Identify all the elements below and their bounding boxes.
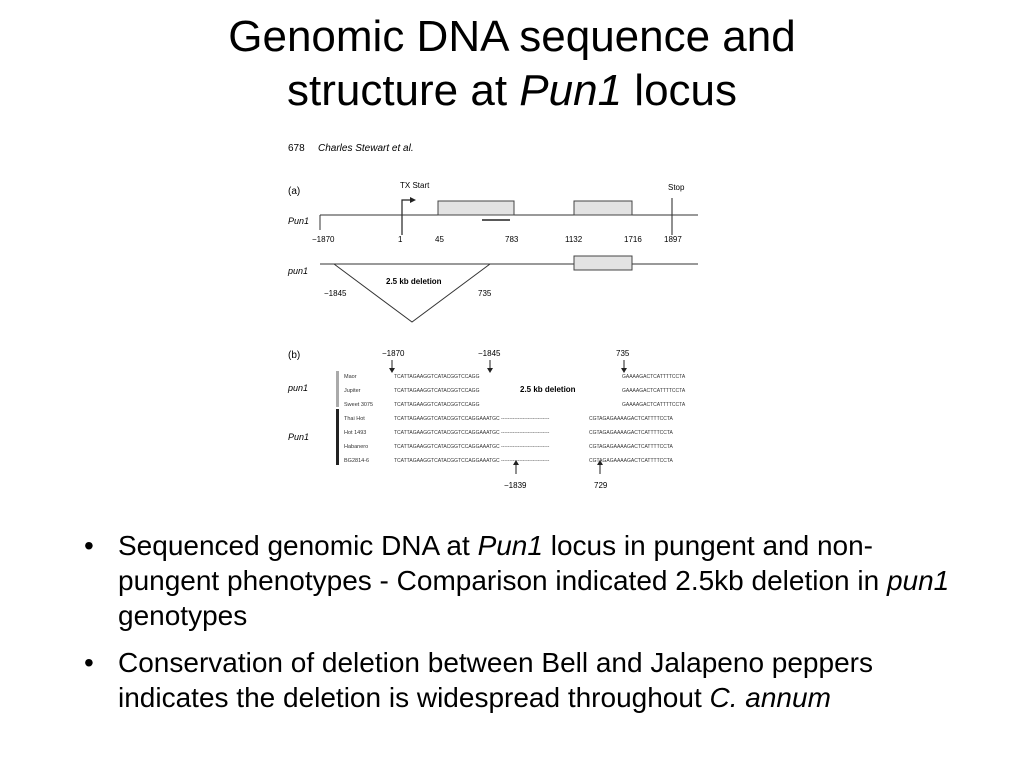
bullet-text: locus in pungent and non-pungent phenoty… [118,530,887,596]
row2-label: pun1 [287,266,308,276]
variety-name: Habanero [344,444,368,450]
row1-tick-label: 1 [398,235,403,244]
top-marker-arrowhead [487,368,493,373]
sequence-left: TCATTAGAAGGTCATACGGTCCAGGAAATGC [394,430,500,436]
title-line-1: Genomic DNA sequence and [228,12,796,61]
row1-tick-label: 1716 [624,235,642,244]
sequence-left: TCATTAGAAGGTCATACGGTCCAGG [394,388,480,394]
title-text-end: locus [622,66,738,115]
sequence-left: TCATTAGAAGGTCATACGGTCCAGG [394,374,480,380]
sequence-right: GAAAAGACTCATTTTCCTA [622,402,686,408]
slide-title: Genomic DNA sequence and structure at Pu… [0,10,1024,118]
row1-tick-label: 1897 [664,235,682,244]
bullet-item: • Sequenced genomic DNA at Pun1 locus in … [80,528,960,633]
sequence-right: CGTAGAGAAAAGACTCATTTTCCTA [589,458,674,464]
bullet-species-name: C. annum [709,682,831,713]
bullet-text: Conservation of deletion between Bell an… [118,647,873,713]
top-marker-label: −1870 [382,349,405,358]
sequence-right: CGTAGAGAAAAGACTCATTTTCCTA [589,430,674,436]
panel-b-label: (b) [288,350,300,361]
sequence-right: CGTAGAGAAAAGACTCATTTTCCTA [589,444,674,450]
deletion-wedge [333,263,491,323]
sequence-gap: ----------------------------- [501,416,550,422]
bottom-marker-label: −1839 [504,481,527,490]
deletion-label-b: 2.5 kb deletion [520,385,576,394]
row2-exon [573,255,633,271]
panel-a-label: (a) [288,186,300,197]
sequence-gap: ----------------------------- [501,444,550,450]
bullet-text: Sequenced genomic DNA at [118,530,478,561]
top-marker-arrowhead [389,368,395,373]
row2-tick-label: −1845 [324,289,347,298]
sequence-left: TCATTAGAAGGTCATACGGTCCAGGAAATGC [394,458,500,464]
deletion-label-a: 2.5 kb deletion [386,277,442,286]
bullet-list: • Sequenced genomic DNA at Pun1 locus in … [80,528,960,727]
bullet-text: genotypes [118,600,248,631]
group2-bar [336,409,339,465]
sequence-right: GAAAAGACTCATTTTCCTA [622,374,686,380]
row1-tick-label: 45 [435,235,444,244]
bullet-gene-name: pun1 [886,565,950,596]
top-marker-arrowhead [621,368,627,373]
variety-name: Hot 1493 [344,430,366,436]
row2-tick-label: 735 [478,289,492,298]
exon-1 [437,200,515,216]
group1-label: pun1 [287,383,308,393]
figure-svg: 678 Charles Stewart et al. (a) TX Start … [287,143,698,490]
exon-2 [573,200,633,216]
group1-bar [336,371,339,407]
bottom-marker-arrowhead [513,460,519,465]
sequence-gap: ----------------------------- [501,430,550,436]
sequence-right: GAAAAGACTCATTTTCCTA [622,388,686,394]
variety-name: BG2814-6 [344,458,369,464]
title-line-2: structure at Pun1 locus [0,64,1024,118]
stop-label: Stop [668,183,685,192]
sequence-left: TCATTAGAAGGTCATACGGTCCAGGAAATGC [394,416,500,422]
figure-author: Charles Stewart et al. [318,143,414,154]
row1-label: Pun1 [288,216,309,226]
top-marker-label: 735 [616,349,630,358]
bullet-item: • Conservation of deletion between Bell a… [80,645,960,715]
sequence-gap: ----------------------------- [501,458,550,464]
bullet-marker: • [84,530,94,561]
variety-name: Jupiter [344,388,361,394]
variety-name: Thai Hot [344,416,365,422]
variety-name: Maor [344,374,357,380]
tx-start-label: TX Start [400,181,430,190]
figure-page-number: 678 [288,143,305,154]
bottom-marker-label: 729 [594,481,608,490]
sequence-left: TCATTAGAAGGTCATACGGTCCAGG [394,402,480,408]
pun1-locus-figure: 678 Charles Stewart et al. (a) TX Start … [284,138,704,498]
variety-name: Sweet 3075 [344,402,373,408]
sequence-right: CGTAGAGAAAAGACTCATTTTCCTA [589,416,674,422]
row1-tick-label: −1870 [312,235,335,244]
bullet-marker: • [84,647,94,678]
top-marker-label: −1845 [478,349,501,358]
tx-start-arrow [401,199,410,235]
bottom-marker-arrowhead [597,460,603,465]
row1-tick-label: 783 [505,235,519,244]
title-text: structure at [286,66,520,115]
title-gene-name: Pun1 [519,66,623,115]
row1-tick-label: 1132 [565,235,583,244]
tx-start-arrowhead [410,197,416,203]
bullet-gene-name: Pun1 [477,530,543,561]
sequence-left: TCATTAGAAGGTCATACGGTCCAGGAAATGC [394,444,500,450]
group2-label: Pun1 [288,432,309,442]
